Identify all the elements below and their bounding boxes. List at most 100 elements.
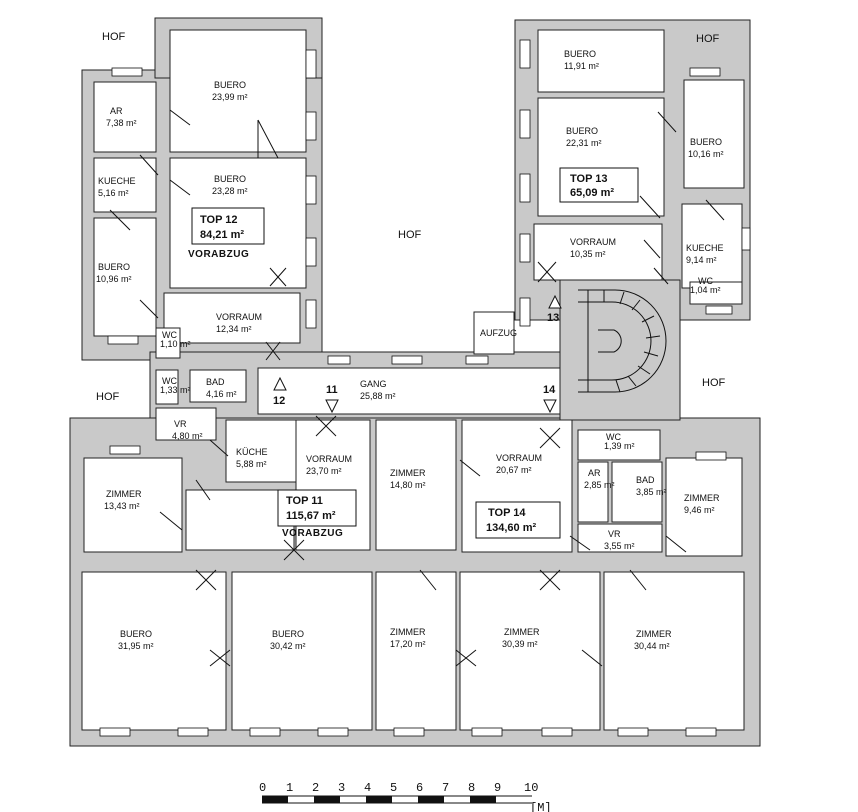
room-name: BUERO — [272, 629, 304, 639]
entrance-numbers: 12 11 14 13 — [273, 312, 559, 407]
unit-note-top12: VORABZUG — [188, 249, 249, 260]
room-name: ZIMMER — [106, 489, 142, 499]
room-area: 14,80 m² — [390, 480, 426, 490]
scale-tick: 4 — [364, 781, 371, 795]
room-name: AUFZUG — [480, 328, 517, 338]
scale-tick: 2 — [312, 781, 319, 795]
room-name: ZIMMER — [504, 627, 540, 637]
scale-tick: 1 — [286, 781, 293, 795]
room-name: GANG — [360, 379, 387, 389]
scale-tick: 5 — [390, 781, 397, 795]
room-name: BAD — [636, 475, 655, 485]
unit-label-top11: TOP 11 — [286, 495, 323, 507]
scale-bar: 0 1 2 3 4 5 6 7 8 9 10 [M] — [259, 781, 552, 812]
courtyard-label-west: HOF — [96, 391, 120, 403]
room-name: KUECHE — [686, 243, 724, 253]
room-area: 1,33 m² — [160, 385, 191, 395]
room-area: 30,42 m² — [270, 641, 306, 651]
room-area: 17,20 m² — [390, 639, 426, 649]
room-area: 22,31 m² — [566, 138, 602, 148]
room-name: BUERO — [98, 262, 130, 272]
staircase — [578, 289, 667, 393]
scale-tick: 8 — [468, 781, 475, 795]
entrance-number: 13 — [547, 312, 559, 324]
room-name: AR — [588, 468, 601, 478]
room-area: 30,44 m² — [634, 641, 670, 651]
room-area: 9,46 m² — [684, 505, 715, 515]
unit-area-top14: 134,60 m² — [486, 522, 536, 534]
room-area: 23,70 m² — [306, 466, 342, 476]
room-name: BUERO — [120, 629, 152, 639]
room-name: WC — [162, 330, 177, 340]
courtyard-label-east: HOF — [702, 377, 726, 389]
room-area: 5,16 m² — [98, 188, 129, 198]
room-name: BUERO — [564, 49, 596, 59]
room-area: 5,88 m² — [236, 459, 267, 469]
room-area: 10,16 m² — [688, 149, 724, 159]
room-area: 10,96 m² — [96, 274, 132, 284]
room-area: 20,67 m² — [496, 465, 532, 475]
room-area: 9,14 m² — [686, 255, 717, 265]
room-name: BUERO — [566, 126, 598, 136]
unit-area-top11: 115,67 m² — [286, 510, 336, 522]
room-name: KÜCHE — [236, 447, 268, 457]
courtyard-label-center: HOF — [398, 229, 422, 241]
scale-unit: [M] — [530, 801, 552, 812]
courtyard-labels: HOF HOF HOF HOF HOF — [96, 31, 726, 403]
unit-label-top12: TOP 12 — [200, 214, 238, 226]
scale-tick: 7 — [442, 781, 449, 795]
rooms-layer — [81, 29, 745, 731]
room-name: ZIMMER — [636, 629, 672, 639]
room-name: BAD — [206, 377, 225, 387]
room-area: 10,35 m² — [570, 249, 606, 259]
room-name: VR — [174, 419, 187, 429]
room-area: 12,34 m² — [216, 324, 252, 334]
room-name: VORRAUM — [306, 454, 352, 464]
entrance-number: 11 — [326, 384, 338, 396]
room-area: 1,39 m² — [604, 441, 635, 451]
unit-note-top11: VORABZUG — [282, 528, 343, 539]
courtyard-label-ne: HOF — [696, 33, 720, 45]
unit-area-top13: 65,09 m² — [570, 187, 614, 199]
room-area: 25,88 m² — [360, 391, 396, 401]
room-name: BUERO — [690, 137, 722, 147]
room-area: 4,16 m² — [206, 389, 237, 399]
doors — [109, 109, 725, 667]
room-name: AR — [110, 106, 123, 116]
room-name: ZIMMER — [390, 468, 426, 478]
room-area: 23,99 m² — [212, 92, 248, 102]
room-area: 1,10 m² — [160, 339, 191, 349]
scale-tick: 0 — [259, 781, 266, 795]
unit-labels: TOP 12 84,21 m² VORABZUG TOP 13 65,09 m²… — [188, 173, 614, 539]
unit-area-top12: 84,21 m² — [200, 229, 244, 241]
room-name: WC — [698, 276, 713, 286]
courtyard-label-nw: HOF — [102, 31, 126, 43]
scale-tick: 6 — [416, 781, 423, 795]
room-area: 23,28 m² — [212, 186, 248, 196]
entrance-number: 12 — [273, 395, 285, 407]
room-area: 13,43 m² — [104, 501, 140, 511]
room-area: 11,91 m² — [564, 61, 599, 71]
room-name: BUERO — [214, 174, 246, 184]
room-area: 2,85 m² — [584, 480, 615, 490]
room-area: 1,04 m² — [690, 285, 721, 295]
scale-tick: 10 — [524, 781, 538, 795]
room-name: ZIMMER — [684, 493, 720, 503]
room-area: 3,55 m² — [604, 541, 635, 551]
room-area: 7,38 m² — [106, 118, 137, 128]
room-name: VORRAUM — [570, 237, 616, 247]
windows — [99, 39, 751, 737]
unit-label-top13: TOP 13 — [570, 173, 608, 185]
room-name: VORRAUM — [216, 312, 262, 322]
room-name: ZIMMER — [390, 627, 426, 637]
room-name: WC — [606, 432, 621, 442]
room-labels: BUERO 23,99 m² AR 7,38 m² BUERO 23,28 m²… — [96, 49, 724, 651]
scale-tick: 3 — [338, 781, 345, 795]
room-name: VR — [608, 529, 621, 539]
room-name: WC — [162, 376, 177, 386]
room-name: VORRAUM — [496, 453, 542, 463]
room-area: 3,85 m² — [636, 487, 667, 497]
scale-tick: 9 — [494, 781, 501, 795]
room-area: 30,39 m² — [502, 639, 538, 649]
